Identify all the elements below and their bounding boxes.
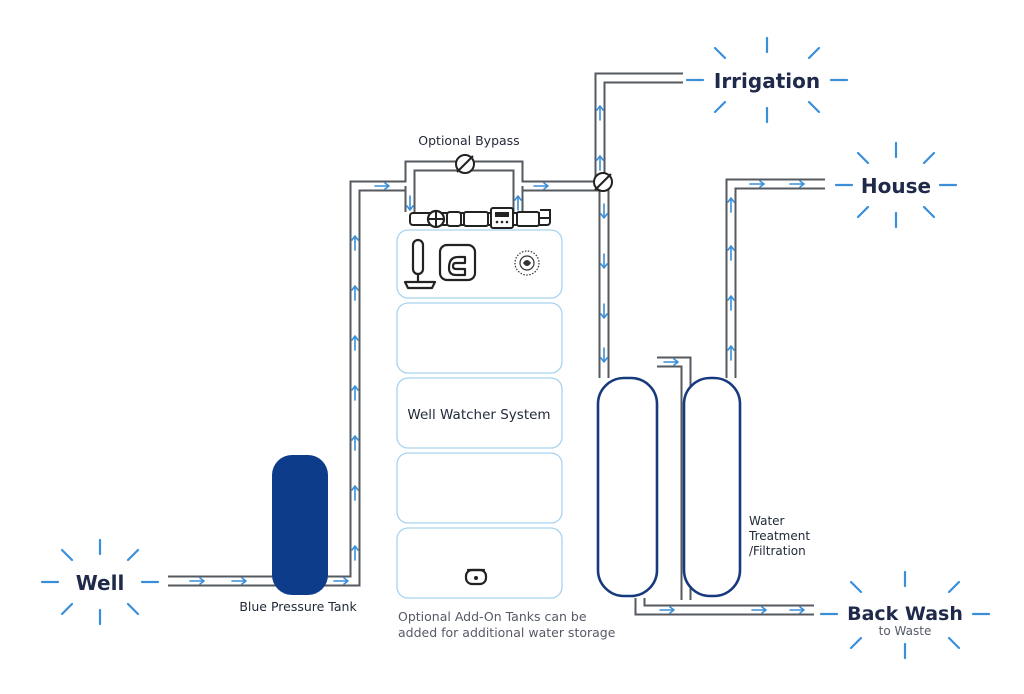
flow-arrow: [351, 235, 359, 251]
irrigation-label: Irrigation: [714, 69, 820, 93]
filter-tank-left: [596, 376, 659, 598]
flow-arrow: [663, 358, 679, 366]
brand-seal-icon: [514, 250, 540, 276]
flow-arrow: [727, 197, 735, 213]
controller-icon: [490, 207, 514, 229]
backwash-sublabel: to Waste: [879, 624, 932, 638]
flow-arrow: [600, 203, 608, 219]
flow-arrow: [406, 195, 414, 211]
drain-icon: [464, 568, 488, 586]
control-manifold: [409, 207, 551, 229]
flow-arrow: [351, 385, 359, 401]
flow-arrow: [727, 245, 735, 261]
flow-arrow: [231, 577, 247, 585]
sparkle-burst-icon: [834, 141, 958, 229]
split-valve: [593, 172, 613, 192]
addon-note-line-2: added for additional water storage: [398, 625, 616, 640]
well-label: Well: [76, 571, 125, 595]
flow-arrow: [351, 545, 359, 561]
flow-arrow: [659, 606, 675, 614]
flow-arrow: [727, 295, 735, 311]
flow-arrow: [514, 195, 522, 211]
sparkle-burst-icon: [40, 538, 160, 626]
system-label: Well Watcher System: [407, 407, 550, 423]
flow-arrow: [789, 180, 805, 188]
flow-arrow: [727, 345, 735, 361]
flow-arrow: [533, 182, 549, 190]
pump-icon: [446, 211, 462, 227]
filter-tank-right: [682, 376, 742, 598]
sparkle-burst-icon: [819, 570, 991, 660]
flow-arrow: [596, 105, 604, 121]
flow-arrow: [600, 253, 608, 269]
filtration-unit: [596, 376, 742, 598]
treatment-label-line-2: Treatment: [748, 529, 810, 543]
flow-arrow: [351, 335, 359, 351]
bypass-valve: [455, 154, 475, 174]
flow-arrow: [351, 285, 359, 301]
flow-arrow: [351, 435, 359, 451]
tank-module: [396, 377, 563, 449]
app-icon: [438, 243, 477, 282]
flow-arrow: [333, 577, 349, 585]
addon-note-line-1: Optional Add-On Tanks can be: [398, 609, 587, 624]
house-label: House: [861, 174, 931, 198]
valve-icon: [426, 209, 446, 229]
backwash-label: Back Wash: [847, 603, 963, 625]
flow-arrows: [189, 105, 805, 614]
treatment-label-line-1: Water: [749, 514, 785, 528]
flow-arrow: [600, 347, 608, 363]
flow-arrow: [749, 180, 765, 188]
tank-module: [396, 452, 563, 524]
treatment-label-line-3: /Filtration: [749, 544, 806, 558]
flow-arrow: [596, 155, 604, 171]
tank-stack: [396, 229, 563, 599]
sparkle-burst-icon: [685, 36, 849, 124]
pressure-tank: [272, 455, 328, 595]
tank-module: [396, 229, 563, 299]
sensor-probe-icon: [403, 238, 437, 290]
pressure-tank-label: Blue Pressure Tank: [239, 599, 357, 614]
flow-arrow: [189, 577, 205, 585]
tank-module: [396, 302, 563, 374]
flow-arrow: [751, 606, 767, 614]
flow-arrow: [600, 303, 608, 319]
flow-arrow: [374, 182, 390, 190]
tank-module: [396, 527, 563, 599]
flow-arrow: [351, 485, 359, 501]
optional-bypass-label: Optional Bypass: [418, 133, 519, 148]
flow-arrow: [789, 606, 805, 614]
